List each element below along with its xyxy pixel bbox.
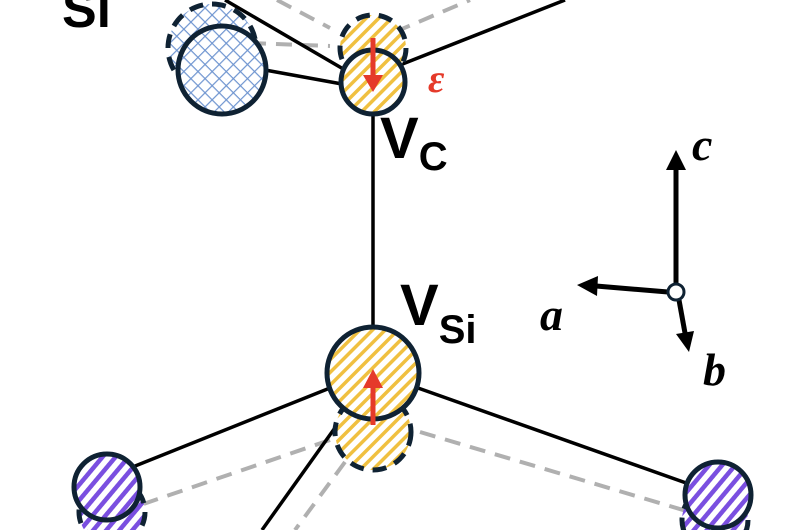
- si-label: Si: [62, 0, 111, 39]
- axis-c-label: c: [692, 119, 712, 170]
- axis-a-label: a: [540, 289, 563, 340]
- si-atom-current: [175, 23, 269, 117]
- si-atom: [165, 1, 269, 117]
- bonds: [99, 0, 721, 530]
- vsi-label: VSi: [400, 273, 476, 352]
- carbon-atom-left: [71, 451, 148, 530]
- silicon-vacancy: [324, 324, 422, 473]
- axes-origin: [666, 282, 686, 302]
- axis-b-label: b: [703, 344, 726, 395]
- ghost-bonds: [119, 0, 701, 530]
- carbon-vacancy: [337, 12, 409, 117]
- vsi-up-arrow-icon: [363, 369, 383, 425]
- strain-label: ε: [428, 56, 445, 101]
- crystal-axes: c a b: [540, 119, 726, 395]
- vc-down-arrow-icon: [363, 38, 383, 92]
- carbon-atom-right: [679, 459, 754, 530]
- vc-label: VC: [380, 106, 448, 179]
